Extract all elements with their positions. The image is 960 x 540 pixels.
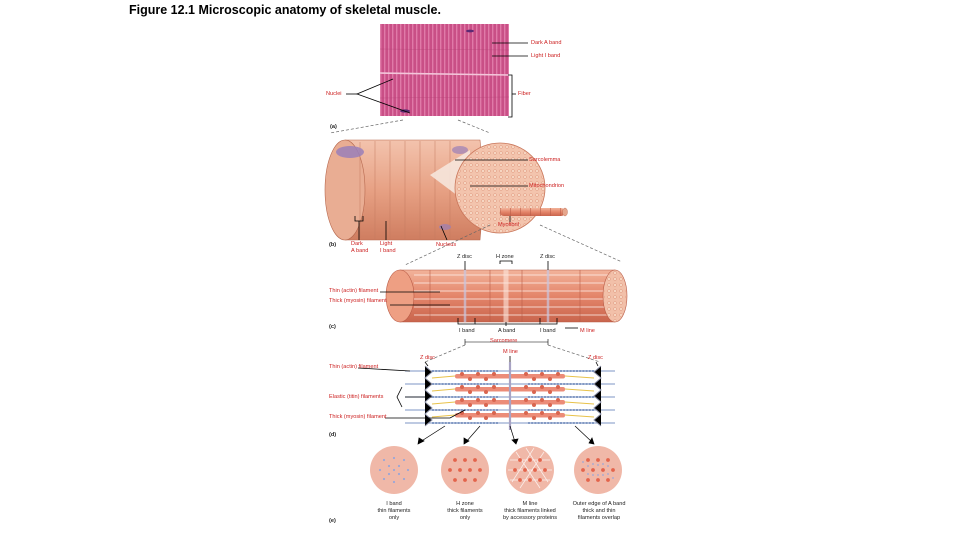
label-elastic-filaments: Elastic (titin) filaments — [329, 394, 384, 400]
panel-c-letter: (c) — [329, 324, 336, 330]
panel-e-letter: (e) — [329, 518, 336, 524]
panel-a-leader-lines — [346, 42, 528, 118]
zoom-lines-b-c — [404, 224, 623, 266]
label-light-i-band: Light I band — [531, 53, 561, 59]
label-mitochondrion: Mitochondrion — [529, 183, 565, 189]
label-dark-a-band-b: Dark A band — [351, 241, 369, 254]
zoom-lines-c-d — [424, 344, 601, 363]
label-m-line-d: M line — [503, 349, 518, 355]
figure-title: Figure 12.1 Microscopic anatomy of skele… — [129, 3, 441, 17]
panel-b-fiber — [324, 139, 568, 241]
panel-b-leader-lines — [354, 159, 528, 241]
panel-b-letter: (b) — [329, 242, 337, 248]
caption-m-line-section: M line thick filaments linked by accesso… — [502, 501, 558, 521]
label-thick-filament-c: Thick (myosin) filament — [329, 298, 387, 304]
panel-a-letter: (a) — [330, 124, 337, 130]
panel-d-letter: (d) — [329, 432, 337, 438]
caption-i-band-section: I band thin filaments only — [377, 501, 411, 521]
label-fiber: Fiber — [518, 91, 531, 97]
label-sarcolemma: Sarcolemma — [529, 157, 561, 163]
label-nucleus: Nucleus — [436, 242, 457, 248]
label-z-disc-c-right: Z disc — [540, 254, 555, 260]
label-thick-filament-d: Thick (myosin) filament — [329, 414, 387, 420]
label-thin-filament-c: Thin (actin) filament — [329, 288, 379, 294]
panel-c-leader-lines — [380, 260, 578, 345]
caption-h-zone-section: H zone thick filaments only — [447, 501, 483, 521]
caption-outer-a-band-section: Outer edge of A band thick and thin fila… — [572, 501, 626, 521]
label-dark-a-band: Dark A band — [531, 40, 562, 46]
label-z-disc-d-right: Z disc — [588, 355, 603, 361]
panel-d-leader-lines — [357, 356, 599, 419]
label-myofibril: Myofibril — [498, 222, 519, 228]
label-z-disc-c-left: Z disc — [457, 254, 472, 260]
label-light-i-band-b: Light I band — [380, 241, 396, 254]
label-a-band: A band — [498, 328, 516, 334]
label-i-band-c-right: I band — [540, 328, 556, 334]
panel-d-sarcomere — [405, 362, 615, 430]
label-sarcomere: Sarcomere — [490, 338, 518, 344]
label-z-disc-d-left: Z disc — [420, 355, 435, 361]
zoom-lines-a-b — [329, 119, 491, 134]
panel-c-myofibril — [385, 269, 628, 323]
panel-a-micrograph — [379, 24, 510, 116]
label-m-line-c: M line — [580, 328, 595, 334]
label-h-zone: H zone — [496, 254, 514, 260]
label-thin-filament-d: Thin (actin) filament — [329, 364, 379, 370]
panel-e-cross-sections — [370, 446, 622, 494]
panel-e-pointer-arrows — [417, 425, 595, 445]
label-i-band-c-left: I band — [459, 328, 475, 334]
label-nuclei: Nuclei — [326, 91, 342, 97]
